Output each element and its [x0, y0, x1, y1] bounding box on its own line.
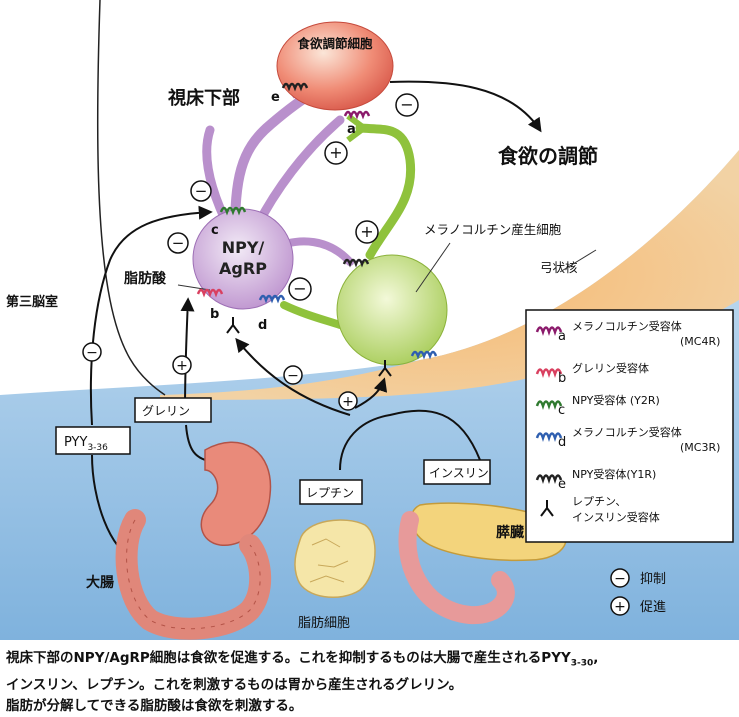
arcuate-nucleus-label: 弓状核: [540, 260, 578, 275]
legend-sublabel-a: (MC4R): [680, 335, 720, 348]
npy-label-line2: AgRP: [219, 259, 267, 278]
svg-text:−: −: [614, 571, 626, 587]
legend-label-e: NPY受容体(Y1R): [572, 467, 656, 481]
sign-minus-pyy: −: [83, 343, 101, 361]
npy-label-line1: NPY/: [222, 238, 265, 257]
fat-cell-illustration: [295, 520, 375, 597]
svg-text:−: −: [172, 234, 185, 252]
caption-line-1: 視床下部のNPY/AgRP細胞は食欲を促進する。これを抑制するものは大腸で産生さ…: [6, 648, 736, 675]
sign-minus-leptin-npy: −: [284, 366, 302, 384]
legend-label-a: メラノコルチン受容体: [572, 319, 682, 333]
svg-text:−: −: [400, 95, 413, 114]
hypothalamus-label: 視床下部: [167, 87, 240, 109]
svg-text:+: +: [176, 358, 188, 374]
fatty-acid-label: 脂肪酸: [123, 270, 167, 287]
melanocortin-cell-label: メラノコルチン産生細胞: [424, 222, 562, 237]
key-promote-label: 促進: [640, 600, 666, 615]
figure-caption: 視床下部のNPY/AgRP細胞は食欲を促進する。これを抑制するものは大腸で産生さ…: [6, 648, 736, 717]
receptor-letter-c: c: [211, 223, 219, 238]
legend-label-c: NPY受容体 (Y2R): [572, 393, 660, 407]
sign-minus-green-cell: −: [289, 278, 311, 300]
fat-cell-label: 脂肪細胞: [298, 615, 350, 631]
appetite-cell-label: 食欲調節細胞: [296, 36, 373, 51]
svg-text:+: +: [360, 222, 373, 241]
legend-letter-a: a: [558, 329, 566, 344]
svg-text:レプチン: レプチン: [306, 486, 354, 500]
appetite-diagram: 視床下部 食欲の調節 メラノコルチン産生細胞 弓状核 第三脳室 脂肪酸 食欲調節…: [0, 0, 739, 640]
insulin-box: インスリン: [424, 460, 490, 484]
sign-minus-npy-left-top: −: [191, 181, 211, 201]
pyy-box: PYY3-36: [56, 427, 130, 454]
svg-text:−: −: [293, 279, 306, 298]
svg-text:−: −: [195, 182, 208, 200]
legend-leptin-line1: レプチン、: [572, 495, 626, 508]
sign-plus-ghrelin: +: [173, 356, 191, 374]
key-inhibit-label: 抑制: [640, 572, 666, 587]
legend-sublabel-d: (MC3R): [680, 441, 720, 454]
legend-letter-c: c: [558, 403, 565, 418]
sign-minus-top-right: −: [396, 94, 418, 116]
receptor-letter-d: d: [258, 318, 267, 333]
pancreas-label: 膵臓: [496, 524, 524, 541]
sign-plus-melanocortin: +: [356, 221, 378, 243]
ghrelin-box: グレリン: [135, 398, 211, 422]
svg-text:インスリン: インスリン: [429, 466, 489, 480]
third-ventricle-label: 第三脳室: [6, 294, 58, 310]
large-intestine-label: 大腸: [86, 574, 114, 591]
receptor-letter-e: e: [271, 90, 280, 105]
sign-plus-center: +: [325, 142, 347, 164]
svg-text:+: +: [614, 599, 626, 615]
receptor-letter-a: a: [347, 122, 356, 137]
svg-text:グレリン: グレリン: [142, 404, 190, 418]
legend-label-b: グレリン受容体: [572, 361, 649, 375]
receptor-letter-b: b: [210, 307, 219, 322]
svg-text:−: −: [287, 368, 299, 384]
svg-text:+: +: [342, 394, 354, 410]
svg-text:+: +: [329, 143, 342, 162]
sign-plus-leptin-mc: +: [339, 392, 357, 410]
leptin-box: レプチン: [300, 480, 362, 504]
caption-line-2: インスリン、レプチン。これを刺激するものは胃から産生されるグレリン。: [6, 675, 736, 696]
appetite-regulation-label: 食欲の調節: [498, 144, 598, 168]
legend-letter-e: e: [558, 477, 566, 492]
legend-leptin-line2: インスリン受容体: [572, 510, 660, 524]
legend-letter-d: d: [558, 435, 566, 450]
svg-text:−: −: [86, 345, 98, 361]
legend-label-d: メラノコルチン受容体: [572, 425, 682, 439]
sign-minus-npy-left: −: [168, 233, 188, 253]
legend-letter-b: b: [558, 371, 566, 386]
